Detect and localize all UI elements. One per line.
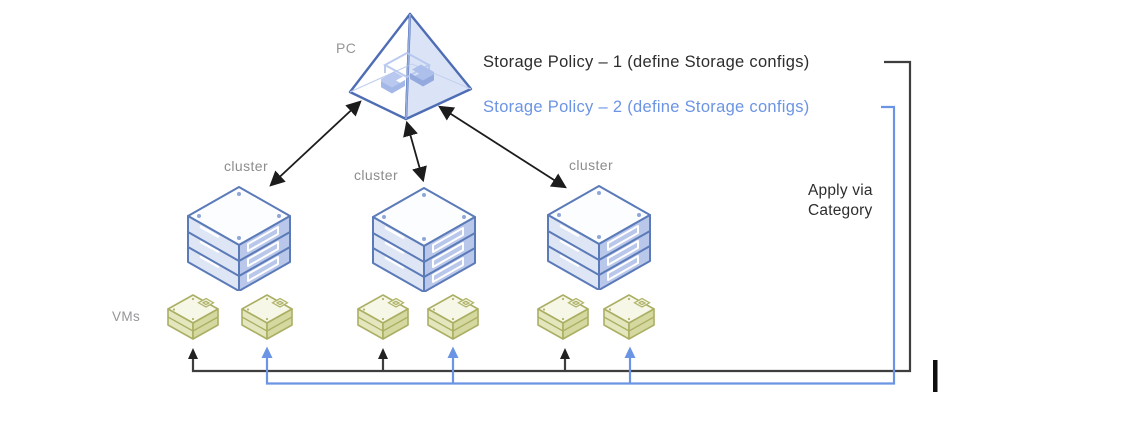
cluster-icon-3 (546, 184, 652, 290)
apply-note-line-1: Apply via (808, 182, 873, 199)
cluster-label-3: cluster (569, 157, 614, 173)
vm-icon-4 (427, 294, 479, 340)
pc-pyramid-icon (348, 12, 473, 121)
text-cursor-bar (933, 360, 938, 392)
vm-icon-5 (537, 294, 589, 340)
vms-label: VMs (112, 309, 141, 324)
apply-via-category-note: Apply via Category (808, 181, 873, 221)
apply-note-line-2: Category (808, 202, 873, 219)
vm-icon-2 (241, 294, 293, 340)
cluster-label-2: cluster (354, 167, 399, 183)
vm-icon-6 (603, 294, 655, 340)
policy2-arrowheads (261, 346, 636, 358)
cluster-icon-2 (371, 186, 477, 292)
cluster-label-1: cluster (224, 158, 269, 174)
psc-glyph (381, 51, 434, 94)
pc-label: PC (336, 40, 357, 56)
storage-policy-1-label: Storage Policy – 1 (define Storage confi… (483, 53, 810, 71)
policy1-connector-line (188, 60, 912, 373)
vm-icon-3 (357, 294, 409, 340)
pc-cluster-arrows (269, 100, 567, 189)
storage-policy-2-label: Storage Policy – 2 (define Storage confi… (483, 98, 810, 116)
vm-icon-1 (167, 294, 219, 340)
policy1-arrowheads (188, 348, 570, 359)
policy2-connector-line (261, 105, 896, 385)
cluster-icon-1 (186, 185, 292, 291)
